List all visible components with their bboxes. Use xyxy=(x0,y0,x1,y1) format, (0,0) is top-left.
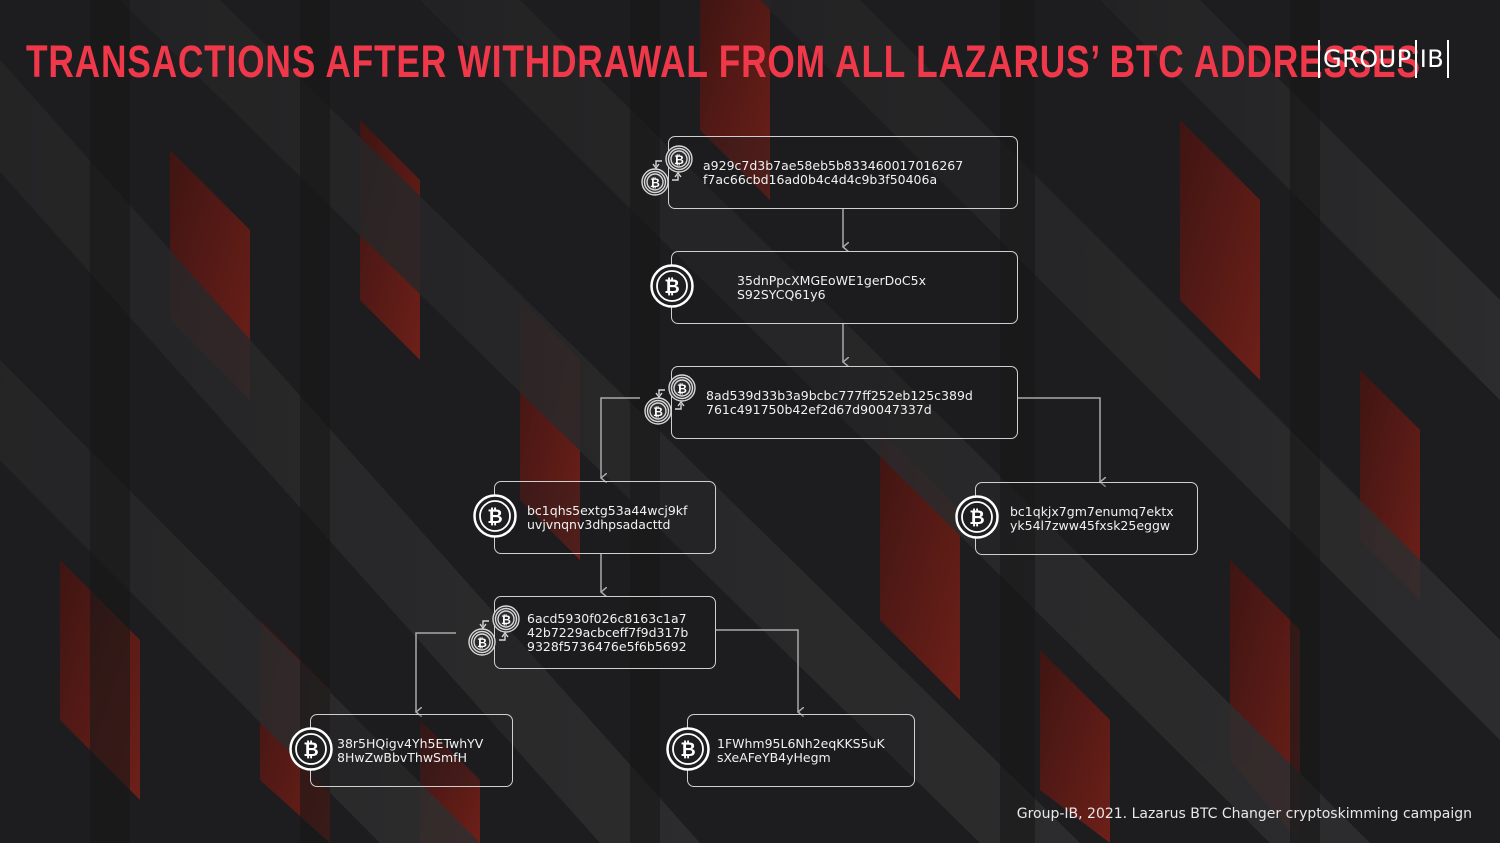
svg-text:₿: ₿ xyxy=(501,613,511,627)
logo-bar-left xyxy=(1318,40,1320,78)
addr2-line-1: bc1qhs5extg53a44wcj9kf xyxy=(527,502,688,518)
group-ib-logo: GROUP IB xyxy=(1315,40,1452,78)
bitcoin-icon: ₿ xyxy=(666,727,710,771)
node-addr2: bc1qhs5extg53a44wcj9kf uvjvnqnv3dhpsadac… xyxy=(494,481,716,554)
coins-transfer-icon: ₿ ₿ xyxy=(468,605,520,656)
bitcoin-icon: ₿ xyxy=(473,494,517,538)
svg-text:₿: ₿ xyxy=(677,382,687,396)
edge-tx3-addr4 xyxy=(416,632,456,712)
edge-tx2-addr3 xyxy=(1018,397,1100,482)
tx3-line-1: 6acd5930f026c8163c1a7 xyxy=(527,610,687,626)
node-addr3: bc1qkjx7gm7enumq7ektx yk54l7zww45fxsk25e… xyxy=(975,482,1198,555)
tx2-line-1: 8ad539d33b3a9bcbc777ff252eb125c389d xyxy=(706,387,973,403)
svg-text:₿: ₿ xyxy=(664,276,679,298)
page-title: TRANSACTIONS AFTER WITHDRAWAL FROM ALL L… xyxy=(26,36,1421,87)
svg-text:₿: ₿ xyxy=(969,507,984,529)
addr3-line-2: yk54l7zww45fxsk25eggw xyxy=(1010,517,1171,533)
node-tx2: 8ad539d33b3a9bcbc777ff252eb125c389d 761c… xyxy=(671,366,1018,439)
logo-bar-mid xyxy=(1414,40,1417,78)
coins-transfer-icon: ₿ ₿ xyxy=(644,374,696,425)
svg-text:₿: ₿ xyxy=(477,636,487,650)
addr1-line-2: S92SYCQ61y6 xyxy=(737,286,826,302)
tx1-line-1: a929c7d3b7ae58eb5b833460017016267 xyxy=(703,157,964,173)
tx3-line-2: 42b7229acbceff7f9d317b xyxy=(527,624,689,640)
node-addr5: 1FWhm95L6Nh2eqKKS5uK sXeAFeYB4yHegm xyxy=(687,714,915,787)
tx2-line-2: 761c491750b42ef2d67d90047337d xyxy=(706,401,932,417)
bitcoin-icon: ₿ xyxy=(650,264,694,308)
svg-text:₿: ₿ xyxy=(650,176,660,190)
edge-tx3-addr5 xyxy=(716,629,798,712)
addr5-line-1: 1FWhm95L6Nh2eqKKS5uK xyxy=(717,735,885,751)
svg-text:₿: ₿ xyxy=(680,739,695,761)
node-tx3: 6acd5930f026c8163c1a7 42b7229acbceff7f9d… xyxy=(494,596,716,669)
tx3-line-3: 9328f5736476e5f6b5692 xyxy=(527,638,687,654)
addr4-line-1: 38r5HQigv4Yh5ETwhYV xyxy=(337,735,484,751)
svg-text:₿: ₿ xyxy=(674,153,684,167)
bitcoin-icon: ₿ xyxy=(289,727,333,771)
svg-text:₿: ₿ xyxy=(487,506,502,528)
node-addr1: 35dnPpcXMGEoWE1gerDoC5x S92SYCQ61y6 xyxy=(671,251,1018,324)
source-caption: Group-IB, 2021. Lazarus BTC Changer cryp… xyxy=(1016,806,1472,822)
logo-text-right: IB xyxy=(1419,45,1445,73)
svg-text:₿: ₿ xyxy=(653,405,663,419)
addr2-line-2: uvjvnqnv3dhpsadacttd xyxy=(527,516,671,532)
addr3-line-1: bc1qkjx7gm7enumq7ektx xyxy=(1010,503,1174,519)
addr5-line-2: sXeAFeYB4yHegm xyxy=(717,749,831,765)
node-addr4: 38r5HQigv4Yh5ETwhYV 8HwZwBbvThwSmfH xyxy=(310,714,513,787)
edge-tx2-addr2 xyxy=(601,397,640,478)
addr4-line-2: 8HwZwBbvThwSmfH xyxy=(337,749,467,765)
node-tx1: a929c7d3b7ae58eb5b833460017016267 f7ac66… xyxy=(668,136,1018,209)
addr1-line-1: 35dnPpcXMGEoWE1gerDoC5x xyxy=(737,272,927,288)
svg-text:₿: ₿ xyxy=(303,739,318,761)
bitcoin-icon: ₿ xyxy=(955,495,999,539)
logo-text-left: GROUP xyxy=(1323,45,1412,73)
logo-bar-right xyxy=(1447,40,1450,78)
tx1-line-2: f7ac66cbd16ad0b4c4d4c9b3f50406a xyxy=(703,171,938,187)
coins-transfer-icon: ₿ ₿ xyxy=(641,145,693,196)
